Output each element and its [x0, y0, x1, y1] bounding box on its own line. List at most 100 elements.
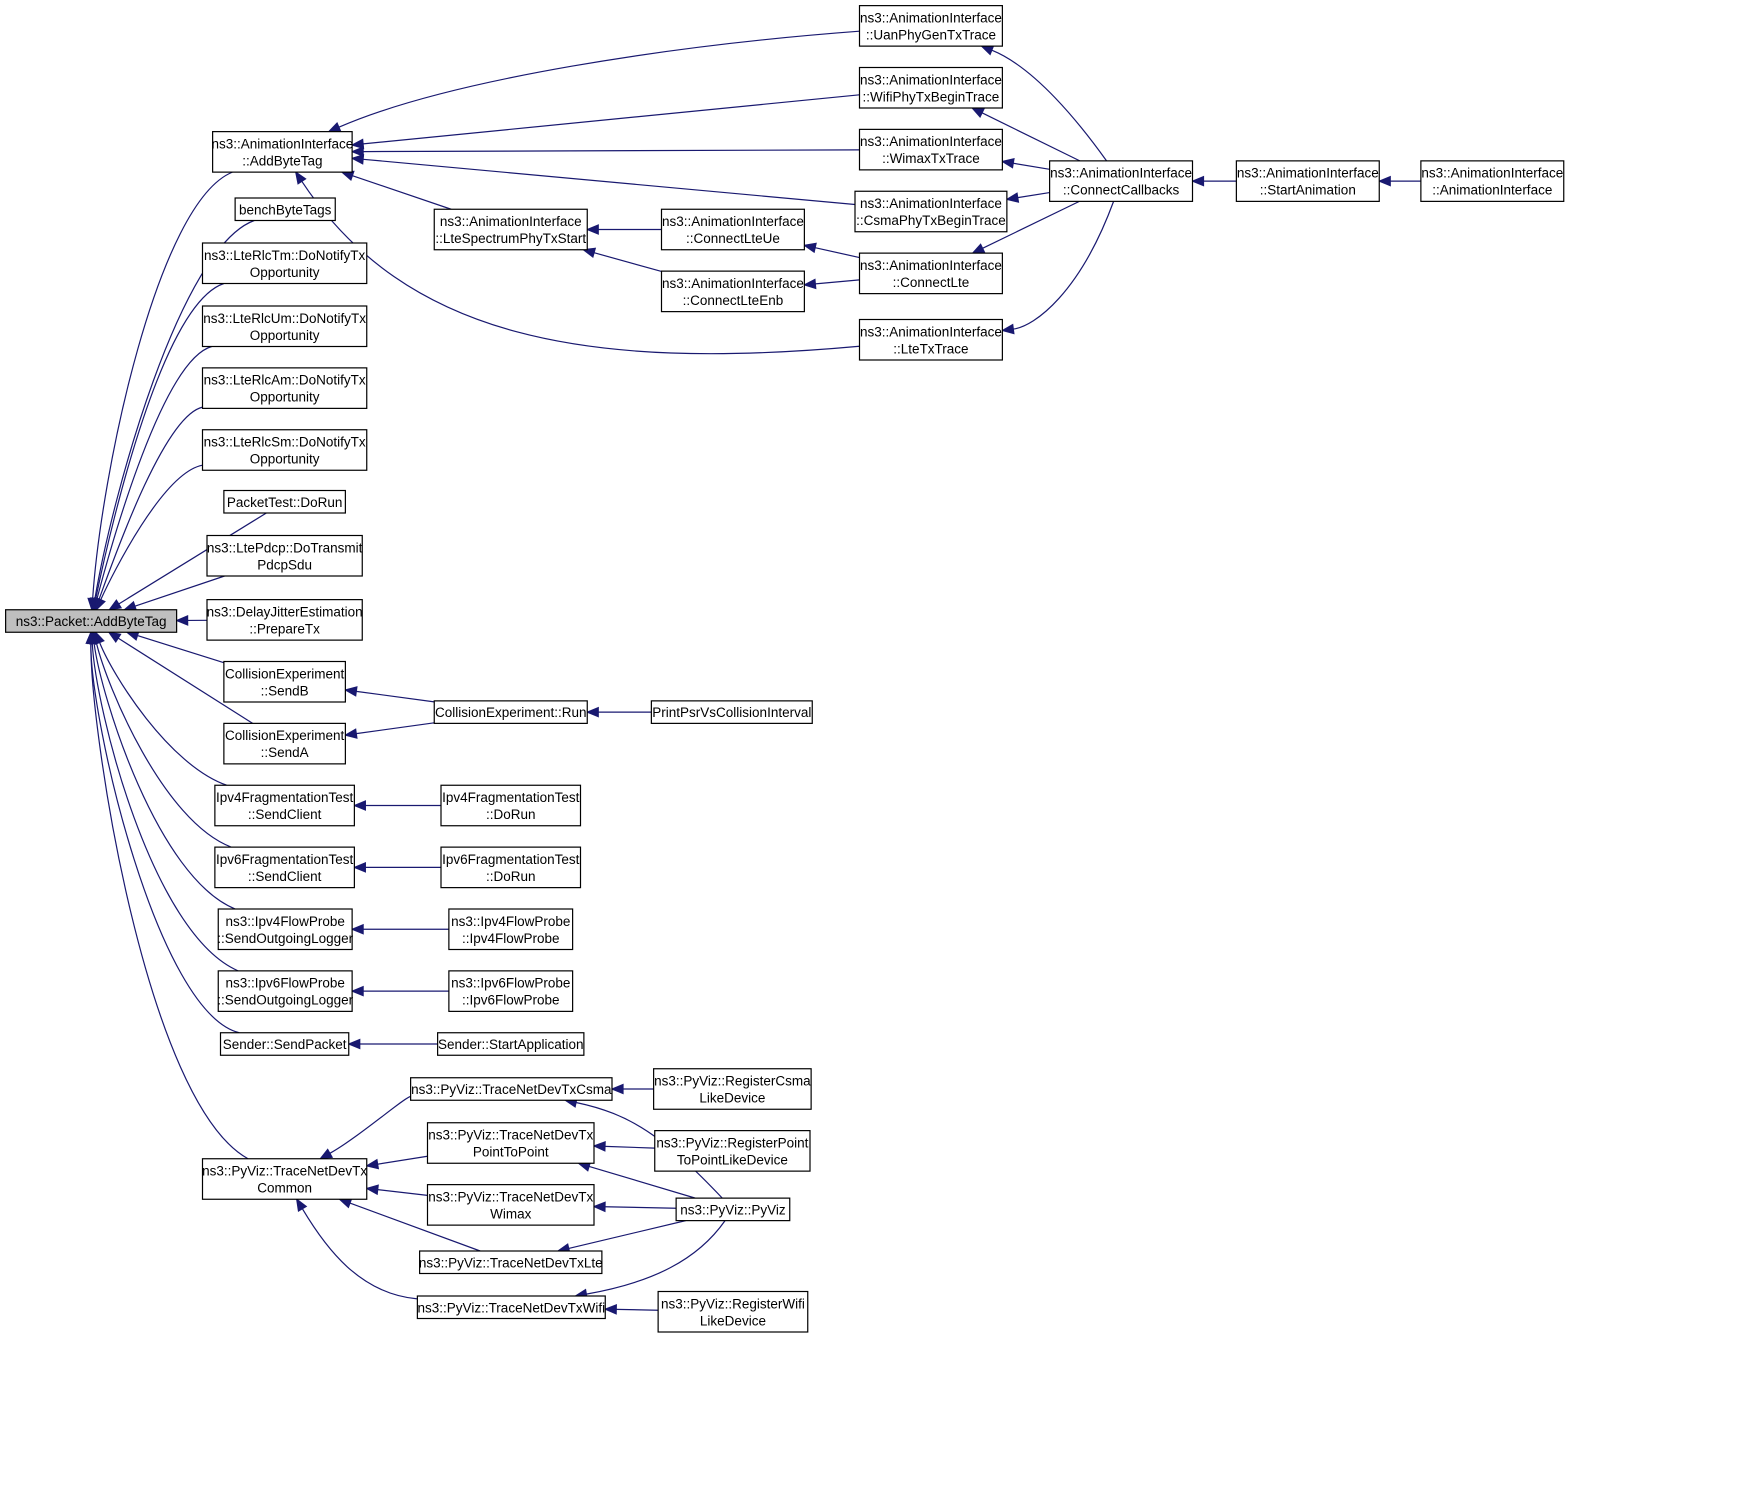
node-label: ns3::AnimationInterface — [860, 134, 1002, 149]
node-ipv6frag_run[interactable]: Ipv6FragmentationTest::DoRun — [440, 846, 582, 889]
node-box — [448, 908, 574, 951]
arrowhead-icon — [1005, 192, 1020, 203]
node-label: ns3::PyViz::TraceNetDevTxLte — [419, 1255, 603, 1270]
arrowhead-icon — [592, 1201, 606, 1213]
node-box — [650, 700, 813, 724]
node-label: Wimax — [490, 1206, 531, 1221]
node-box — [223, 660, 346, 703]
node-sender_send[interactable]: Sender::SendPacket — [219, 1032, 350, 1056]
arrowhead-icon — [971, 243, 986, 254]
node-pyviz_pyviz[interactable]: ns3::PyViz::PyViz — [675, 1197, 791, 1222]
edge-line — [586, 1220, 726, 1295]
node-box — [440, 784, 582, 827]
edge-line — [356, 690, 435, 703]
edge-line — [991, 49, 1108, 162]
node-startanimation[interactable]: ns3::AnimationInterface::StartAnimation — [1235, 160, 1380, 202]
node-label: Sender::StartApplication — [438, 1037, 584, 1052]
node-box — [206, 534, 363, 577]
node-ipv4frag_send[interactable]: Ipv4FragmentationTest::SendClient — [214, 784, 355, 827]
node-reg_p2p[interactable]: ns3::PyViz::RegisterPointToPointLikeDevi… — [654, 1130, 811, 1172]
node-addbytetag_ai[interactable]: ns3::AnimationInterface::AddByteTag — [211, 131, 353, 173]
node-label: ::ConnectCallbacks — [1063, 183, 1180, 198]
edge-senda-to-root — [107, 631, 253, 724]
node-ipv4frag_run[interactable]: Ipv4FragmentationTest::DoRun — [440, 784, 582, 827]
node-senda[interactable]: CollisionExperiment::SendA — [223, 722, 346, 765]
node-box — [419, 1250, 603, 1275]
node-label: ToPointLikeDevice — [677, 1152, 788, 1167]
edge-connectlte-to-connectlteue — [802, 242, 860, 259]
node-sendb[interactable]: CollisionExperiment::SendB — [223, 660, 346, 703]
node-ltespectrum[interactable]: ns3::AnimationInterface::LteSpectrumPhyT… — [433, 208, 588, 251]
edge-line — [95, 282, 225, 600]
node-collision_run[interactable]: CollisionExperiment::Run — [433, 700, 588, 724]
node-box — [654, 1130, 811, 1172]
node-connectlte[interactable]: ns3::AnimationInterface::ConnectLte — [858, 252, 1003, 295]
node-label: ::SendB — [261, 683, 309, 698]
node-label: ::WifiPhyTxBeginTrace — [863, 89, 1000, 104]
node-label: ::WimaxTxTrace — [882, 151, 980, 166]
arrowhead-icon — [85, 630, 97, 644]
edge-line — [349, 1202, 481, 1252]
edge-line — [301, 180, 860, 355]
node-box — [416, 1295, 606, 1320]
edge-line — [814, 247, 860, 259]
node-uanphy[interactable]: ns3::AnimationInterface::UanPhyGenTxTrac… — [858, 5, 1003, 47]
node-root[interactable]: ns3::Packet::AddByteTag — [5, 609, 178, 633]
node-ltetx[interactable]: ns3::AnimationInterface::LteTxTrace — [858, 318, 1003, 361]
node-benchbytetags[interactable]: benchByteTags — [234, 197, 336, 222]
node-label: ns3::AnimationInterface — [662, 214, 804, 229]
edge-line — [352, 175, 452, 210]
node-ipv6flow_send[interactable]: ns3::Ipv6FlowProbe::SendOutgoingLogger — [217, 970, 354, 1012]
node-ai_ctor[interactable]: ns3::AnimationInterface::AnimationInterf… — [1420, 160, 1565, 202]
node-pyviz_wifi[interactable]: ns3::PyViz::TraceNetDevTxWifi — [416, 1295, 606, 1320]
edge-line — [118, 512, 267, 605]
node-csmaphy[interactable]: ns3::AnimationInterface::CsmaPhyTxBeginT… — [854, 190, 1008, 233]
node-sender_start[interactable]: Sender::StartApplication — [437, 1032, 585, 1056]
node-connectlteenb[interactable]: ns3::AnimationInterface::ConnectLteEnb — [660, 270, 805, 313]
edge-packettest-to-root — [108, 512, 267, 611]
node-delayjitter[interactable]: ns3::DelayJitterEstimation::PrepareTx — [206, 599, 363, 641]
edge-wimaxtx-to-addbytetag_ai — [350, 146, 860, 157]
edge-startanimation-to-connectcallbacks — [1190, 175, 1237, 187]
node-packettest[interactable]: PacketTest::DoRun — [223, 489, 346, 514]
edge-ai_ctor-to-startanimation — [1377, 175, 1421, 187]
node-box — [219, 1032, 350, 1056]
edge-delayjitter-to-root — [175, 615, 208, 626]
edge-line — [137, 634, 225, 664]
node-pyviz_csma[interactable]: ns3::PyViz::TraceNetDevTxCsma — [410, 1077, 613, 1101]
edge-line — [604, 1145, 655, 1149]
node-printpsr[interactable]: PrintPsrVsCollisionInterval — [650, 700, 813, 724]
node-connectlteue[interactable]: ns3::AnimationInterface::ConnectLteUe — [660, 208, 805, 251]
node-box — [214, 784, 355, 827]
arrowhead-icon — [107, 631, 122, 644]
node-connectcallbacks[interactable]: ns3::AnimationInterface::ConnectCallback… — [1049, 160, 1194, 202]
node-label: ::LteTxTrace — [893, 341, 968, 356]
node-ipv6frag_send[interactable]: Ipv6FragmentationTest::SendClient — [214, 846, 355, 889]
node-pyviz_lte[interactable]: ns3::PyViz::TraceNetDevTxLte — [419, 1250, 603, 1275]
node-label: ns3::PyViz::TraceNetDevTx — [202, 1164, 367, 1179]
node-ipv4flowprobe[interactable]: ns3::Ipv4FlowProbe::Ipv4FlowProbe — [448, 908, 574, 951]
arrowhead-icon — [175, 615, 189, 626]
arrowhead-icon — [352, 800, 366, 811]
arrowhead-icon — [350, 138, 365, 150]
edge-line — [96, 345, 212, 600]
node-label: ns3::Ipv4FlowProbe — [451, 914, 570, 929]
node-ipv6flowprobe[interactable]: ns3::Ipv6FlowProbe::Ipv6FlowProbe — [448, 970, 574, 1012]
edge-line — [92, 171, 233, 599]
node-wifiphy[interactable]: ns3::AnimationInterface::WifiPhyTxBeginT… — [858, 66, 1003, 109]
node-ipv4flow_send[interactable]: ns3::Ipv4FlowProbe::SendOutgoingLogger — [217, 908, 354, 951]
node-box — [201, 1158, 368, 1200]
arrowhead-icon — [352, 861, 366, 873]
node-label: ns3::AnimationInterface — [1050, 166, 1192, 181]
node-wimaxtx[interactable]: ns3::AnimationInterface::WimaxTxTrace — [858, 128, 1003, 171]
